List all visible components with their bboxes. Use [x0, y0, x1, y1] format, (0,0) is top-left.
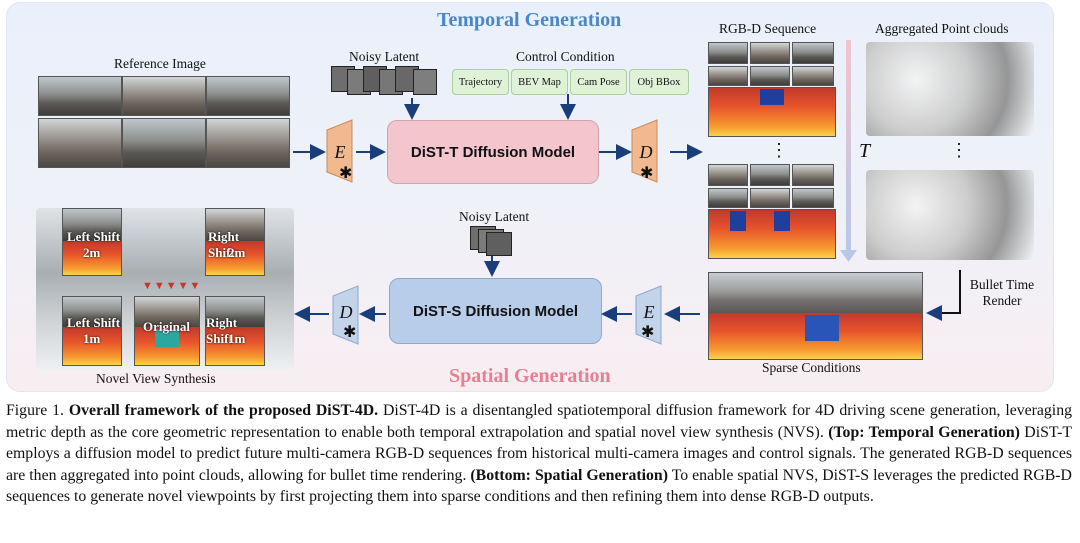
- condition-obj-bbox: Obj BBox: [629, 69, 689, 95]
- dist-t-diffusion-model: DiST-T Diffusion Model: [387, 120, 599, 184]
- rgbd-frame-last: [708, 164, 836, 260]
- reference-image-cam-5: [122, 118, 206, 168]
- nvs-right-shift-1m-value: 1m: [228, 331, 246, 346]
- nvs-left-shift-2m-value: 2m: [83, 245, 101, 260]
- condition-cam-pose: Cam Pose: [570, 69, 627, 95]
- figure-caption: Figure 1. Overall framework of the propo…: [6, 400, 1072, 508]
- caption-text-3: To enable spatial NVS, DiST-S leverages …: [6, 466, 1072, 506]
- caption-text-2: DiST-T employs a diffusion model to pred…: [6, 423, 1073, 484]
- caption-bottom-label: (Bottom: Spatial Generation): [470, 466, 668, 484]
- nvs-original: Original: [134, 296, 200, 366]
- reference-image-cam-6: [206, 118, 290, 168]
- time-arrow: [846, 40, 851, 250]
- decoder-top-frozen-icon: ✱: [640, 165, 654, 182]
- noisy-latent-top-label: Noisy Latent: [349, 49, 420, 64]
- aggregated-point-clouds-label: Aggregated Point clouds: [875, 21, 1009, 36]
- nvs-left-shift-1m-value: 1m: [83, 331, 101, 346]
- condition-trajectory: Trajectory: [452, 69, 509, 95]
- encoder-bottom-shape: [635, 285, 662, 345]
- encoder-bottom-frozen-icon: ✱: [641, 324, 655, 341]
- nvs-right-shift-1m-name: Right Shift: [206, 315, 238, 346]
- encoder-bottom-label: E: [643, 301, 655, 322]
- control-condition-label: Control Condition: [516, 49, 615, 64]
- dist-s-diffusion-model: DiST-S Diffusion Model: [389, 278, 602, 344]
- caption-text-1: DiST-4D is a disentangled spatiotemporal…: [6, 402, 1072, 441]
- encoder-top-label: E: [334, 141, 346, 162]
- bullet-time-render-label: Bullet Time Render: [966, 277, 1038, 309]
- caption-fig-number: Figure 1.: [6, 402, 64, 419]
- decoder-top-shape: [631, 119, 658, 183]
- reference-image-cam-2: [122, 76, 206, 116]
- condition-bev-map: BEV Map: [511, 69, 568, 95]
- point-cloud-first: [866, 42, 1034, 136]
- noisy-latent-bottom-stack: [470, 226, 518, 256]
- nvs-original-name: Original: [143, 319, 190, 334]
- temporal-generation-title: Temporal Generation: [437, 9, 622, 31]
- decoder-bottom-label: D: [339, 301, 353, 322]
- bullet-time-line1: Bullet Time: [969, 277, 1035, 292]
- nvs-right-shift-2m: Right Shift 2m: [205, 208, 265, 276]
- caption-top-label: (Top: Temporal Generation): [828, 423, 1020, 441]
- decoder-bottom-shape: [332, 285, 359, 345]
- nvs-left-shift-1m-name: Left Shift: [67, 315, 121, 330]
- reference-image-cam-4: [38, 118, 122, 168]
- nvs-camera-markers: ▼▼▼▼▼: [142, 280, 202, 292]
- bullet-time-line2: Render: [982, 293, 1022, 308]
- noisy-latent-bottom-label: Noisy Latent: [459, 209, 530, 224]
- nvs-left-shift-2m-name: Left Shift: [67, 229, 121, 244]
- reference-image-label: Reference Image: [114, 56, 206, 71]
- encoder-top-frozen-icon: ✱: [339, 165, 353, 182]
- nvs-left-shift-2m: Left Shift 2m: [62, 208, 122, 276]
- rgbd-ellipsis: ⋮: [770, 140, 788, 160]
- reference-image-cam-3: [206, 76, 290, 116]
- spatial-generation-title: Spatial Generation: [449, 365, 611, 387]
- reference-image-cam-1: [38, 76, 122, 116]
- point-cloud-ellipsis: ⋮: [950, 140, 968, 160]
- noisy-latent-top-stack: [331, 66, 443, 98]
- sparse-conditions-label: Sparse Conditions: [762, 360, 861, 375]
- nvs-right-shift-1m: Right Shift 1m: [205, 296, 265, 366]
- time-symbol: T: [859, 140, 871, 162]
- nvs-right-shift-2m-value: 2m: [228, 245, 246, 260]
- sparse-conditions-image: [708, 272, 923, 360]
- arrow-bullet-time-render: [926, 270, 961, 321]
- rgbd-sequence-label: RGB-D Sequence: [719, 21, 817, 36]
- rgbd-frame-first: [708, 42, 836, 138]
- nvs-right-shift-2m-name: Right Shift: [208, 229, 240, 260]
- diagram-shapes: [293, 40, 961, 345]
- decoder-bottom-frozen-icon: ✱: [343, 324, 357, 341]
- encoder-top-shape: [326, 119, 353, 183]
- nvs-left-shift-1m: Left Shift 1m: [62, 296, 122, 366]
- caption-title: Overall framework of the proposed DiST-4…: [68, 402, 379, 419]
- reference-image-grid: [38, 76, 290, 168]
- decoder-top-label: D: [639, 141, 653, 162]
- point-cloud-last: [866, 170, 1034, 260]
- novel-view-synthesis-label: Novel View Synthesis: [96, 371, 216, 386]
